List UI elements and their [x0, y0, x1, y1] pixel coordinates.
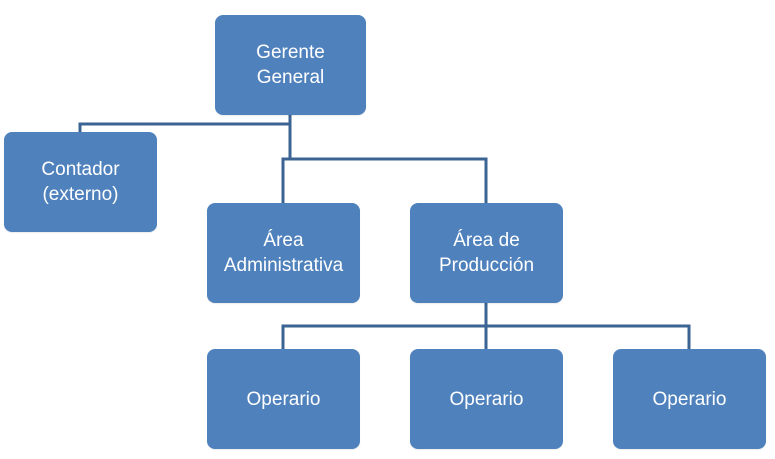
connector-gerente-contador — [78, 113, 292, 134]
node-operario-1: Operario — [207, 349, 360, 449]
connector-gerente-areas — [281, 122, 488, 205]
node-label: Contador (externo) — [41, 159, 120, 205]
node-operario-2: Operario — [410, 349, 563, 449]
node-area-produccion: Área de Producción — [410, 203, 563, 303]
node-label: Operario — [652, 388, 727, 410]
connector-produccion-operarios — [281, 301, 691, 351]
node-operario-3: Operario — [613, 349, 766, 449]
node-label: Operario — [449, 388, 524, 410]
node-label: Área Administrativa — [223, 230, 344, 276]
node-label: Área de Producción — [438, 230, 535, 276]
node-area-administrativa: Área Administrativa — [207, 203, 360, 303]
node-gerente-general: Gerente General — [215, 15, 366, 115]
node-label: Gerente General — [256, 42, 325, 88]
node-contador-externo: Contador (externo) — [4, 132, 157, 232]
node-label: Operario — [246, 388, 321, 410]
